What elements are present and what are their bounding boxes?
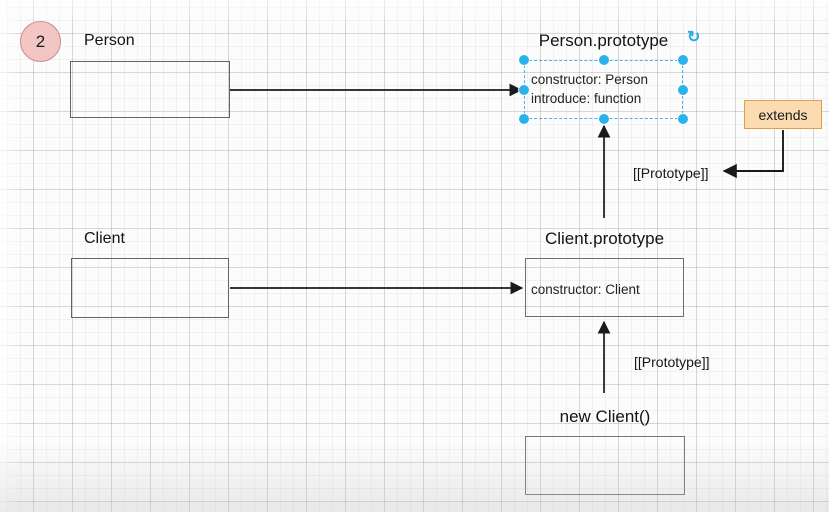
person-prototype-line-introduce: introduce: function xyxy=(531,91,642,106)
selection-handle-ne-icon[interactable] xyxy=(678,55,688,65)
new-client-box[interactable] xyxy=(525,436,685,495)
client-box[interactable] xyxy=(71,258,229,318)
selection-handle-s-icon[interactable] xyxy=(598,114,609,124)
prototype-label-lower[interactable]: [[Prototype]] xyxy=(634,354,710,370)
selection-handle-e-icon[interactable] xyxy=(678,84,688,95)
step-badge[interactable]: 2 xyxy=(20,21,61,62)
person-prototype-box[interactable]: constructor: Person introduce: function xyxy=(519,55,688,124)
client-prototype-box[interactable] xyxy=(525,258,684,317)
extends-label: extends xyxy=(758,106,808,123)
selection-handle-n-icon[interactable] xyxy=(598,55,609,65)
rotate-icon[interactable]: ↻ xyxy=(687,29,701,46)
selection-handle-nw-icon[interactable] xyxy=(519,55,529,65)
step-badge-number: 2 xyxy=(35,31,46,51)
person-prototype-title[interactable]: Person.prototype xyxy=(538,31,669,50)
arrow-extends-to-prototype-label[interactable] xyxy=(722,130,784,179)
person-box[interactable] xyxy=(70,61,230,118)
client-label[interactable]: Client xyxy=(84,230,125,247)
person-label[interactable]: Person xyxy=(84,32,135,49)
client-prototype-title[interactable]: Client.prototype xyxy=(544,229,665,248)
prototype-label-upper[interactable]: [[Prototype]] xyxy=(633,165,709,181)
selection-handle-w-icon[interactable] xyxy=(519,84,529,95)
person-prototype-line-constructor: constructor: Person xyxy=(531,72,649,87)
selection-handle-se-icon[interactable] xyxy=(678,114,688,124)
new-client-label[interactable]: new Client() xyxy=(559,407,651,426)
person-prototype-body: constructor: Person introduce: function xyxy=(531,70,648,108)
selection-handle-sw-icon[interactable] xyxy=(519,114,529,124)
client-prototype-line-constructor: constructor: Client xyxy=(531,282,640,297)
extends-box[interactable]: extends xyxy=(744,100,822,129)
